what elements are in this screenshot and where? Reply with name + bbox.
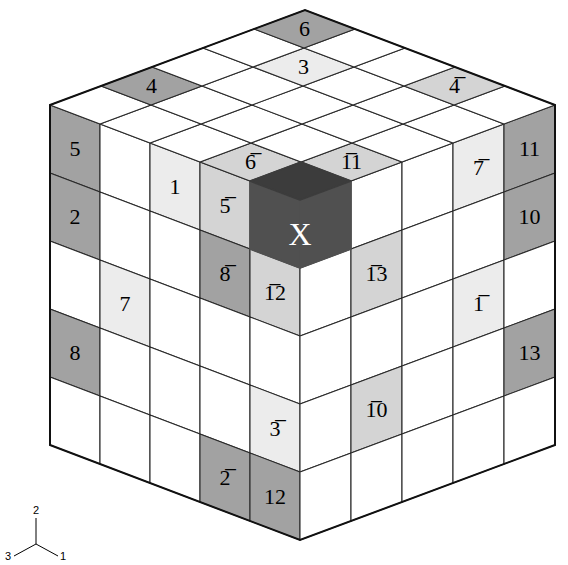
cell-number: 8: [70, 342, 81, 364]
axis-line: [36, 544, 58, 556]
cell-number: 1̅2: [264, 282, 286, 304]
cube-cell: [100, 396, 150, 483]
cell-number: 2̅: [220, 467, 231, 489]
cube-cell: [254, 10, 355, 48]
cube-cell: [250, 453, 300, 540]
cell-number: 1̅: [473, 293, 484, 315]
cell-number: 4̅: [449, 75, 460, 97]
cell-number: 7̅: [473, 157, 484, 179]
cell-number: 2: [70, 206, 81, 228]
cell-letter: X: [288, 218, 311, 250]
cube-cell: [200, 434, 250, 521]
cell-number: 5̅: [220, 195, 231, 217]
axis-line: [14, 544, 36, 556]
cube-cell: [351, 434, 402, 521]
cell-number: 7: [120, 293, 131, 315]
cube-cell: [402, 415, 453, 502]
cell-number: 6̅: [245, 151, 256, 173]
cube-cell: [453, 396, 504, 483]
cube-cell: [150, 415, 200, 502]
axis-label: 2: [33, 505, 39, 516]
cell-number: 6: [299, 18, 310, 40]
cell-number: 3̅: [270, 418, 281, 440]
cube-cell: [250, 162, 351, 200]
cell-number: 11: [519, 138, 540, 160]
cell-number: 8̅: [220, 263, 231, 285]
axis-label: 3: [5, 551, 11, 562]
cell-number: 4: [146, 75, 157, 97]
axis-line: [36, 518, 37, 544]
axis-triad: [14, 518, 58, 556]
cell-number: 1̅0: [366, 399, 388, 421]
cell-number: 10: [519, 206, 541, 228]
cube-cell: [50, 377, 100, 464]
cell-number: 13: [519, 342, 541, 364]
cell-number: 1̅1: [341, 151, 362, 173]
cell-number: 5: [70, 138, 81, 160]
cell-number: 1̅3: [366, 263, 388, 285]
cell-number: 3: [298, 56, 309, 78]
cube-outline: [50, 10, 555, 540]
cube-cell: [504, 377, 555, 464]
cube-cell: [300, 453, 351, 540]
cell-number: 12: [264, 486, 286, 508]
axis-label: 1: [60, 551, 66, 562]
cell-number: 1: [170, 176, 181, 198]
